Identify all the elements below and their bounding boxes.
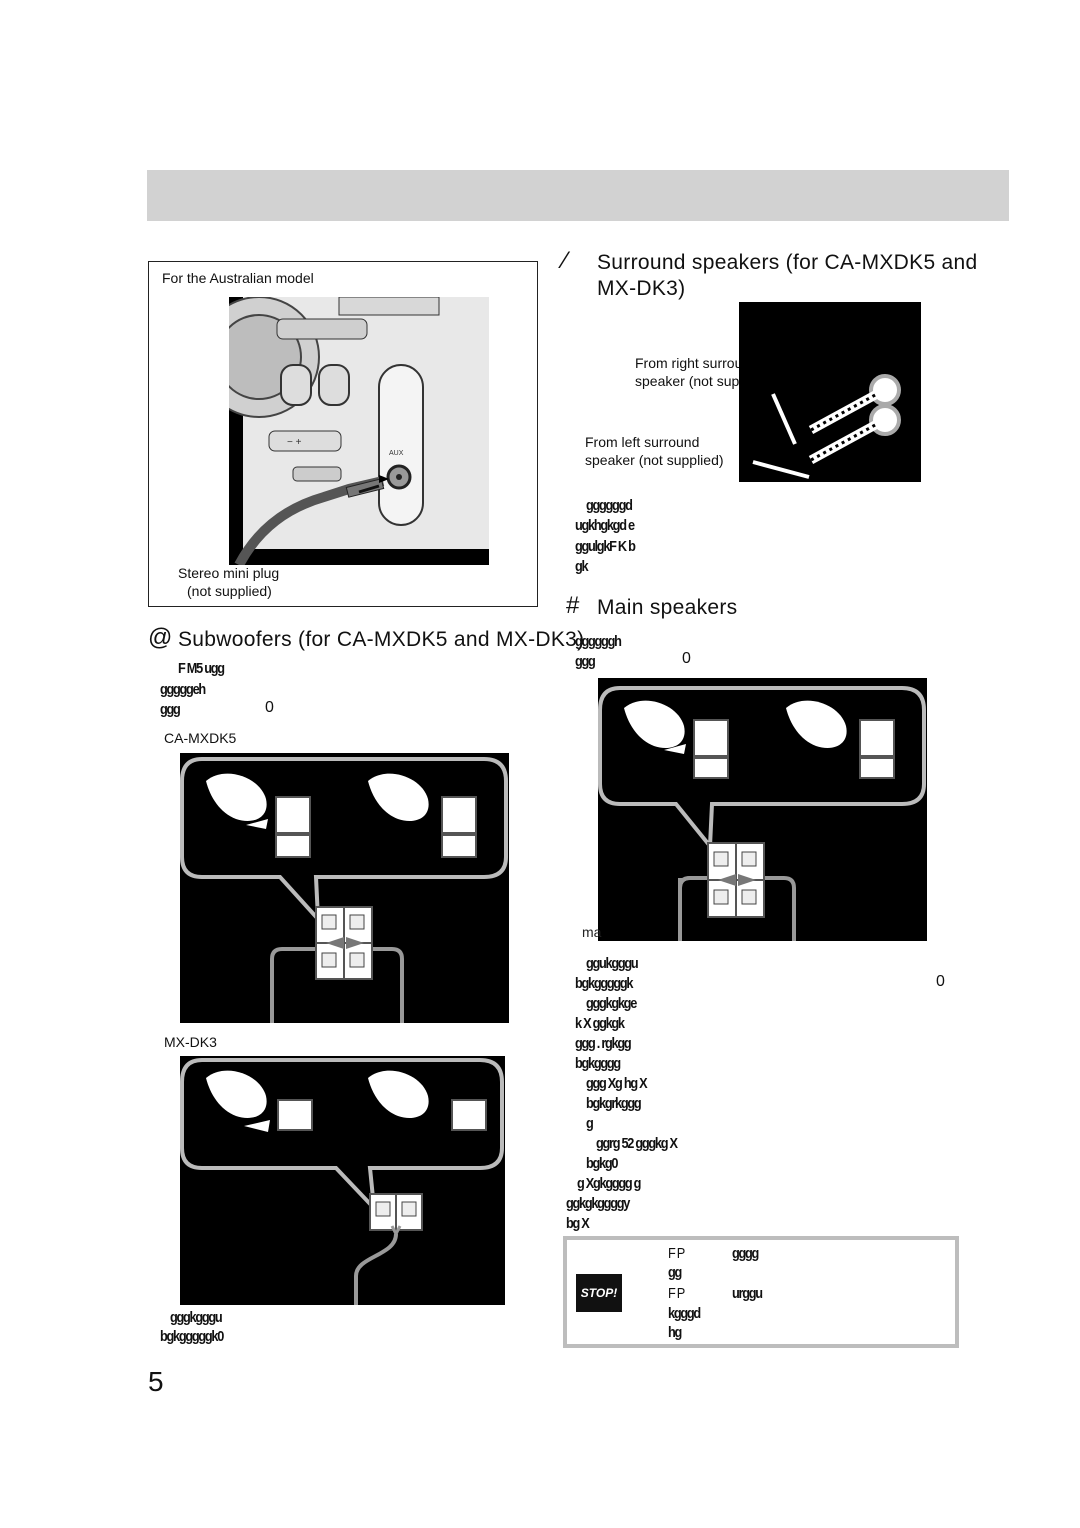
main-body-line: gggkgkge xyxy=(586,995,637,1012)
subwoofers-body-line: gggkgggu xyxy=(170,1309,223,1326)
surround-terminal-illustration xyxy=(739,302,921,482)
subwoofers-intro-line: gggggeh xyxy=(160,681,206,698)
subwoofers-intro-line: F M5 ugg xyxy=(178,660,225,677)
main-body-line: bgkgrkggg xyxy=(586,1095,642,1112)
surround-body-line: ugkhgkgd e xyxy=(575,517,635,534)
australian-model-box xyxy=(148,261,538,607)
section-header-bar xyxy=(147,170,1009,221)
main-speakers-heading: Main speakers xyxy=(597,596,738,619)
main-body-line: g xyxy=(586,1115,594,1132)
subwoofers-body-line: bgkgggggk0 xyxy=(160,1328,224,1345)
subwoofer-mx-dk3-illustration xyxy=(180,1056,505,1305)
subwoofer-ca-mxdk5-illustration xyxy=(180,753,509,1023)
main-body-line: bgkgggg xyxy=(575,1055,621,1072)
aux-port-label: AUX xyxy=(389,450,404,457)
subwoofers-intro-tail: 0 xyxy=(265,699,274,716)
main-body-line: ggrg 52 gggkg X xyxy=(596,1135,678,1152)
warning-item1-line: gggg xyxy=(732,1245,759,1262)
main-body-line: ggg Xg hg X xyxy=(586,1075,648,1092)
main-intro-tail: 0 xyxy=(682,650,691,667)
warning-item2-line: urggu xyxy=(732,1285,763,1302)
warning-item2-lead: F P xyxy=(668,1285,685,1302)
surround-heading-line2: MX-DK3) xyxy=(597,277,686,300)
label-mx-dk3: MX-DK3 xyxy=(164,1034,217,1050)
label-left-surround-1: From left surround xyxy=(585,434,700,450)
label-ca-mxdk5: CA-MXDK5 xyxy=(164,730,237,746)
warning-box xyxy=(563,1236,959,1348)
subwoofers-intro-line: ggg xyxy=(160,701,181,718)
aux-jack-illustration: − + AUX xyxy=(229,297,489,565)
warning-item1-lead: F P xyxy=(668,1245,685,1262)
svg-text:− +: − + xyxy=(287,437,302,448)
main-cut-label: ma xyxy=(582,924,602,940)
main-speaker-terminal-illustration xyxy=(598,678,927,941)
label-left-surround-2: speaker (not supplied) xyxy=(585,452,724,468)
warning-item2-line: hg xyxy=(668,1324,682,1341)
australian-model-title: For the Australian model xyxy=(162,270,314,286)
main-intro-line: ggggggh xyxy=(575,633,622,650)
surround-body-line: ggggggd xyxy=(586,497,633,514)
page-number: 5 xyxy=(148,1366,164,1397)
label-right-surround-1: From right surrou xyxy=(635,355,739,371)
main-body-line: bgkgggggk xyxy=(575,975,634,992)
surround-body-line: ggulgkF K b xyxy=(575,538,636,555)
main-body-tail: 0 xyxy=(936,973,945,990)
subwoofers-symbol: @ xyxy=(148,624,173,651)
stereo-plug-caption-2: (not supplied) xyxy=(187,583,272,599)
main-body-line: ggkgkggggy xyxy=(566,1195,630,1212)
main-body-line: bgkg0 xyxy=(586,1155,618,1172)
main-intro-line: ggg xyxy=(575,653,596,670)
surround-body-line: gk xyxy=(575,558,589,575)
main-body-line: k X ggkgk xyxy=(575,1015,625,1032)
main-speakers-symbol: # xyxy=(566,592,580,619)
stereo-plug-caption-1: Stereo mini plug xyxy=(178,565,280,581)
main-body-line: bg X xyxy=(566,1215,590,1232)
warning-item2-line: kgggd xyxy=(668,1305,701,1322)
stop-icon: STOP! xyxy=(576,1274,622,1312)
main-body-line: ggg . rgkgg xyxy=(575,1035,632,1052)
surround-heading-line1: Surround speakers (for CA-MXDK5 and xyxy=(597,251,978,274)
main-body-line: g Xgkgggg g xyxy=(577,1175,641,1192)
subwoofers-heading: Subwoofers (for CA-MXDK5 and MX-DK3) xyxy=(178,628,585,651)
surround-symbol: ⁄ xyxy=(563,247,568,274)
main-body-line: ggukgggu xyxy=(586,955,639,972)
label-right-surround-2: speaker (not sup xyxy=(635,373,739,389)
warning-item1-line: gg xyxy=(668,1264,682,1281)
